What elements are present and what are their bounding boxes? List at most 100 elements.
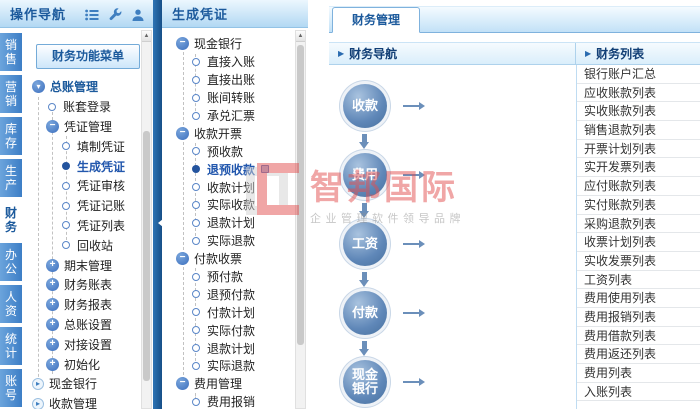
module-tab[interactable]: 销售 xyxy=(0,33,22,71)
tree-item[interactable]: 费用报销 xyxy=(170,393,296,409)
tree-node-icon[interactable] xyxy=(32,377,44,390)
tree-node-icon[interactable] xyxy=(32,80,45,94)
tree-node-icon[interactable] xyxy=(46,337,59,351)
tree-item[interactable]: 付款计划 xyxy=(170,303,296,321)
list-item[interactable]: 实开发票列表 xyxy=(577,158,700,178)
tree-node-icon[interactable] xyxy=(176,126,189,140)
tree-node-icon[interactable] xyxy=(192,326,200,335)
tree-node-icon[interactable] xyxy=(62,221,70,230)
tree-node-icon[interactable] xyxy=(192,57,200,66)
tree-item[interactable]: 账间转账 xyxy=(170,89,296,107)
tree-node-icon[interactable] xyxy=(46,258,59,272)
tree-item[interactable]: 账套登录 xyxy=(26,97,140,117)
module-tab[interactable]: 营销 xyxy=(0,75,22,113)
list-item[interactable]: 费用报销列表 xyxy=(577,308,700,327)
tree-item[interactable]: 收款管理 xyxy=(26,394,140,409)
tree-node-icon[interactable] xyxy=(192,397,200,406)
menu-list-icon[interactable] xyxy=(85,9,99,21)
list-item[interactable]: 应付账款列表 xyxy=(577,177,700,196)
scrollbar-thumb[interactable] xyxy=(143,131,150,381)
tree-item[interactable]: 期末管理 xyxy=(26,255,140,275)
tree-item[interactable]: 财务报表 xyxy=(26,295,140,315)
module-tab[interactable]: 财务 xyxy=(0,201,22,239)
list-item[interactable]: 开票计划列表 xyxy=(577,140,700,159)
tree-item[interactable]: 退款计划 xyxy=(170,214,296,232)
module-tab[interactable]: 统计 xyxy=(0,327,22,365)
tree-item[interactable]: 现金银行 xyxy=(26,374,140,394)
scrollbar-thumb[interactable] xyxy=(297,45,304,345)
tree-node-icon[interactable] xyxy=(62,181,70,190)
flow-circle-button[interactable]: 现金银行 xyxy=(343,360,387,404)
tree-node-icon[interactable] xyxy=(192,218,200,227)
tree-item[interactable]: 实际退款 xyxy=(170,357,296,375)
tree-item[interactable]: 费用管理 xyxy=(170,375,296,393)
tree-node-icon[interactable] xyxy=(46,357,59,371)
tree-item[interactable]: 回收站 xyxy=(26,235,140,255)
module-tab[interactable]: 办公 xyxy=(0,243,22,281)
module-tab[interactable]: 生产 xyxy=(0,159,22,197)
tree-node-icon[interactable] xyxy=(192,344,200,353)
list-item[interactable]: 应收账款列表 xyxy=(577,84,700,103)
module-tab[interactable]: 账号 xyxy=(0,369,22,407)
tree-node-icon[interactable] xyxy=(46,119,59,133)
list-item[interactable]: 销售退款列表 xyxy=(577,121,700,140)
finance-nav-header[interactable]: ▶ 财务导航 xyxy=(329,43,576,64)
tree-item[interactable]: 凭证管理 xyxy=(26,117,140,137)
tree-item[interactable]: 凭证审核 xyxy=(26,176,140,196)
tree-node-icon[interactable] xyxy=(192,111,200,120)
tree-node-icon[interactable] xyxy=(62,201,70,210)
tree-node-icon[interactable] xyxy=(62,241,70,250)
tree-node-icon[interactable] xyxy=(192,308,200,317)
list-item[interactable]: 费用使用列表 xyxy=(577,289,700,308)
tree-node-icon[interactable] xyxy=(62,142,70,151)
tree-node-icon[interactable] xyxy=(192,93,200,102)
tree-item[interactable]: 生成凭证 xyxy=(26,156,140,176)
tree-item[interactable]: 初始化 xyxy=(26,354,140,374)
tree-item[interactable]: 承兑汇票 xyxy=(170,107,296,125)
tree-item[interactable]: 收款开票 xyxy=(170,124,296,142)
tab-finance-management[interactable]: 财务管理 xyxy=(332,7,421,33)
flow-circle-button[interactable]: 费用 xyxy=(343,153,387,197)
tree-node-icon[interactable] xyxy=(46,278,59,292)
tree-node-icon[interactable] xyxy=(192,236,200,245)
tree-item[interactable]: 对接设置 xyxy=(26,334,140,354)
tree-node-icon[interactable] xyxy=(176,252,189,266)
tree-item[interactable]: 直接出账 xyxy=(170,71,296,89)
tree-item[interactable]: 预收款 xyxy=(170,142,296,160)
tree-item[interactable]: 付款收票 xyxy=(170,250,296,268)
flow-circle-button[interactable]: 收款 xyxy=(343,84,387,128)
tree-item[interactable]: 总账设置 xyxy=(26,315,140,335)
wrench-icon[interactable] xyxy=(108,8,122,22)
tree-node-icon[interactable] xyxy=(176,37,189,51)
tree-item[interactable]: 收款计划 xyxy=(170,178,296,196)
tree-item[interactable]: 退款计划 xyxy=(170,339,296,357)
tree-node-icon[interactable] xyxy=(192,272,200,281)
tree-node-icon[interactable] xyxy=(32,397,44,409)
module-tab[interactable]: 库存 xyxy=(0,117,22,155)
tree-node-icon[interactable] xyxy=(192,147,200,156)
list-item[interactable]: 收票计划列表 xyxy=(577,233,700,252)
panel-collapse-handle[interactable] xyxy=(153,0,163,409)
tree-item[interactable]: 直接入账 xyxy=(170,53,296,71)
tree-node-icon[interactable] xyxy=(192,290,200,299)
tree-item[interactable]: 实际收款 xyxy=(170,196,296,214)
tree-node-icon[interactable] xyxy=(46,298,59,312)
tree-item[interactable]: 实际退款 xyxy=(170,232,296,250)
scroll-up-icon[interactable]: ▲ xyxy=(142,31,151,42)
tree-node-icon[interactable] xyxy=(48,102,56,111)
list-item[interactable]: 实收发票列表 xyxy=(577,252,700,271)
tree-item[interactable]: 预付款 xyxy=(170,268,296,286)
tree-item[interactable]: 退预付款 xyxy=(170,285,296,303)
list-item[interactable]: 费用借款列表 xyxy=(577,327,700,346)
list-item[interactable]: 入账列表 xyxy=(577,383,700,402)
middle-panel-scrollbar[interactable]: ▲ xyxy=(295,30,306,409)
tree-node-icon[interactable] xyxy=(192,183,200,192)
tree-item[interactable]: 退预收款 xyxy=(170,160,296,178)
tree-item[interactable]: 填制凭证 xyxy=(26,136,140,156)
tree-node-icon[interactable] xyxy=(176,377,189,391)
flow-circle-button[interactable]: 工资 xyxy=(343,222,387,266)
list-item[interactable]: 实收账款列表 xyxy=(577,102,700,122)
tree-node-icon[interactable] xyxy=(192,165,200,174)
finance-list-header[interactable]: ▶ 财务列表 xyxy=(576,43,700,64)
list-item[interactable]: 银行账户汇总 xyxy=(577,65,700,84)
